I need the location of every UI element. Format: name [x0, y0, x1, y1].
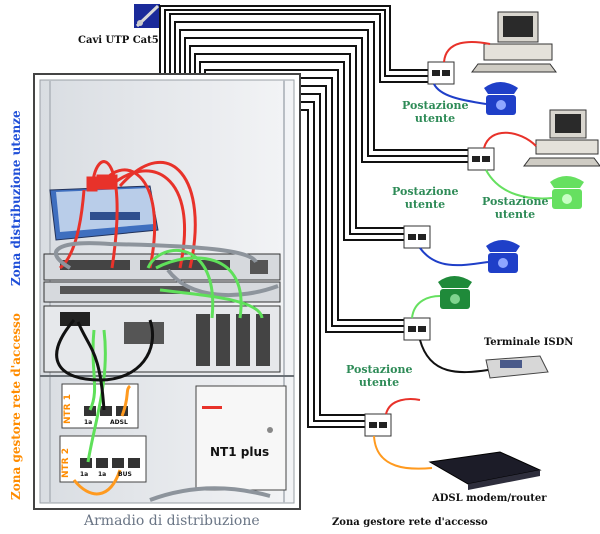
- station-socket-2: [467, 147, 495, 171]
- station-label-3: Postazione utente: [392, 185, 459, 211]
- patch-panel-bottom: [43, 281, 281, 303]
- station-socket-3: [403, 225, 431, 249]
- zone-operator-bottom-label: Zona gestore rete d'accesso: [332, 517, 488, 528]
- station-label-4: Postazione utente: [346, 363, 413, 389]
- cable-spool-icon: [134, 4, 160, 28]
- station-socket-5: [364, 413, 392, 437]
- station-label-2: Postazione utente: [482, 195, 549, 221]
- cabinet-label: Armadio di distribuzione: [84, 513, 260, 529]
- ntr2-port-bus: BUS: [118, 471, 132, 478]
- nt1-plus-device: [195, 385, 287, 491]
- network-switch: [49, 185, 159, 241]
- station-socket-4: [403, 317, 431, 341]
- socket-panel: [43, 305, 281, 373]
- patch-panel-top: [43, 253, 281, 281]
- gray-patch-cables: [54, 241, 279, 502]
- device-cords: [373, 41, 553, 470]
- phone-icon-blue-2: [486, 240, 520, 273]
- station-label-1: Postazione utente: [402, 99, 469, 125]
- computer-icon-1: [471, 11, 557, 73]
- phone-icon-green-light: [550, 176, 584, 209]
- phone-icon-green-dark: [438, 276, 472, 309]
- ntr1-port-1a: 1a: [84, 419, 93, 426]
- ntr2-port-1a-c: 1a: [98, 471, 107, 478]
- computer-icon-2: [523, 109, 600, 167]
- adsl-router-label: ADSL modem/router: [432, 493, 547, 504]
- zone-operator-vertical-label: Zona gestore rete d'accesso: [9, 313, 23, 500]
- zone-user-distribution-label: Zona distribuzione utenze: [9, 110, 23, 286]
- isdn-terminal-icon: [485, 355, 549, 379]
- adsl-router-icon: [428, 451, 542, 490]
- green-patch-cables: [86, 249, 264, 463]
- black-patch-cables: [55, 319, 155, 411]
- phone-icon-blue-1: [484, 82, 518, 115]
- ntr2-box: [59, 435, 147, 483]
- nt1-plus-label: NT1 plus: [210, 445, 270, 459]
- ntr1-label: NTR 1: [63, 394, 73, 424]
- orange-patch-cables: [72, 384, 132, 496]
- ntr2-port-1a-b: 1a: [80, 471, 89, 478]
- isdn-terminal-label: Terminale ISDN: [484, 337, 574, 348]
- station-socket-1: [427, 61, 455, 85]
- cable-type-label: Cavi UTP Cat5: [78, 35, 159, 46]
- ntr1-port-adsl: ADSL: [110, 419, 128, 426]
- ntr2-label: NTR 2: [61, 448, 71, 478]
